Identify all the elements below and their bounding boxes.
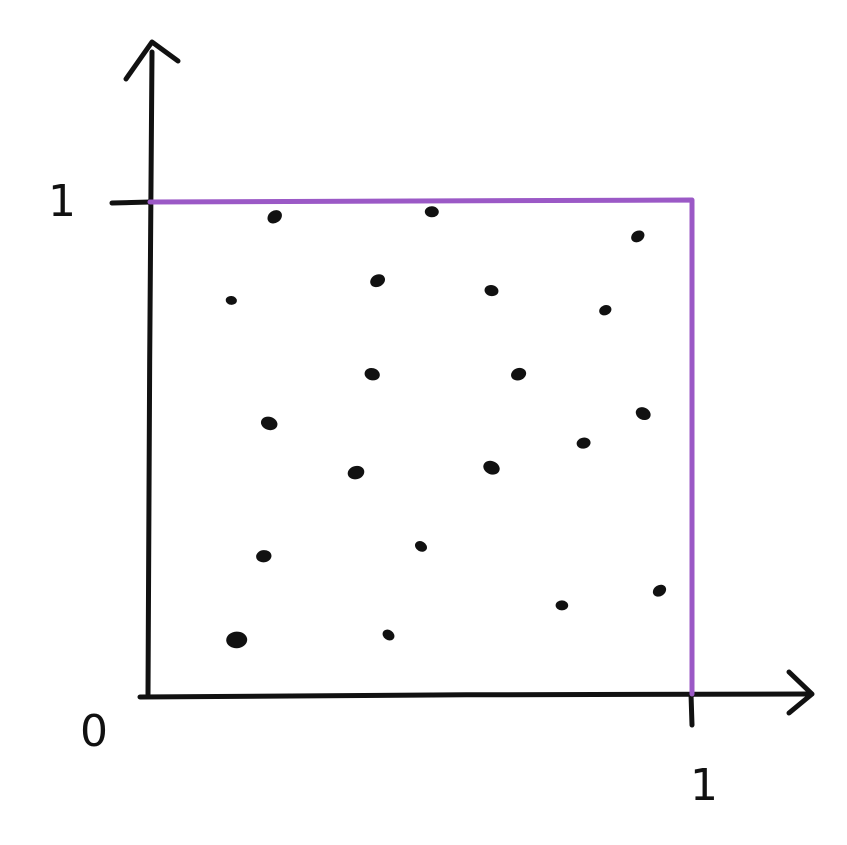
scatter-point	[225, 295, 237, 305]
x-tick-label-1: 1	[690, 760, 718, 811]
scatter-point	[631, 230, 645, 243]
scatter-point	[260, 416, 278, 431]
y-axis-line	[145, 49, 155, 697]
scatter-point	[424, 206, 439, 218]
scatter-point	[347, 465, 365, 480]
data-points	[225, 206, 667, 649]
unit-square-boundary	[147, 197, 695, 697]
scatter-point	[483, 460, 500, 475]
scatter-point	[652, 584, 667, 597]
scatter-point	[256, 550, 272, 563]
scatter-point	[414, 541, 428, 552]
scatter-point	[364, 367, 380, 381]
scatter-point	[576, 437, 591, 449]
scatter-point	[382, 629, 395, 641]
scatter-point	[226, 631, 248, 649]
scatter-point	[370, 274, 385, 288]
y-tick-1	[109, 199, 153, 206]
scatter-point	[267, 210, 282, 224]
scatter-point	[555, 600, 569, 611]
scatter-point	[635, 407, 651, 421]
scatter-point	[484, 285, 499, 297]
x-axis-line	[137, 691, 811, 700]
scatter-point	[599, 304, 612, 316]
x-tick-1	[688, 691, 695, 728]
axes	[109, 39, 815, 728]
scatter-point	[511, 367, 527, 381]
origin-label: 0	[80, 706, 108, 757]
x-axis-arrowhead	[786, 669, 815, 716]
y-tick-label-1: 1	[48, 176, 76, 227]
y-axis-arrowhead	[123, 39, 181, 82]
